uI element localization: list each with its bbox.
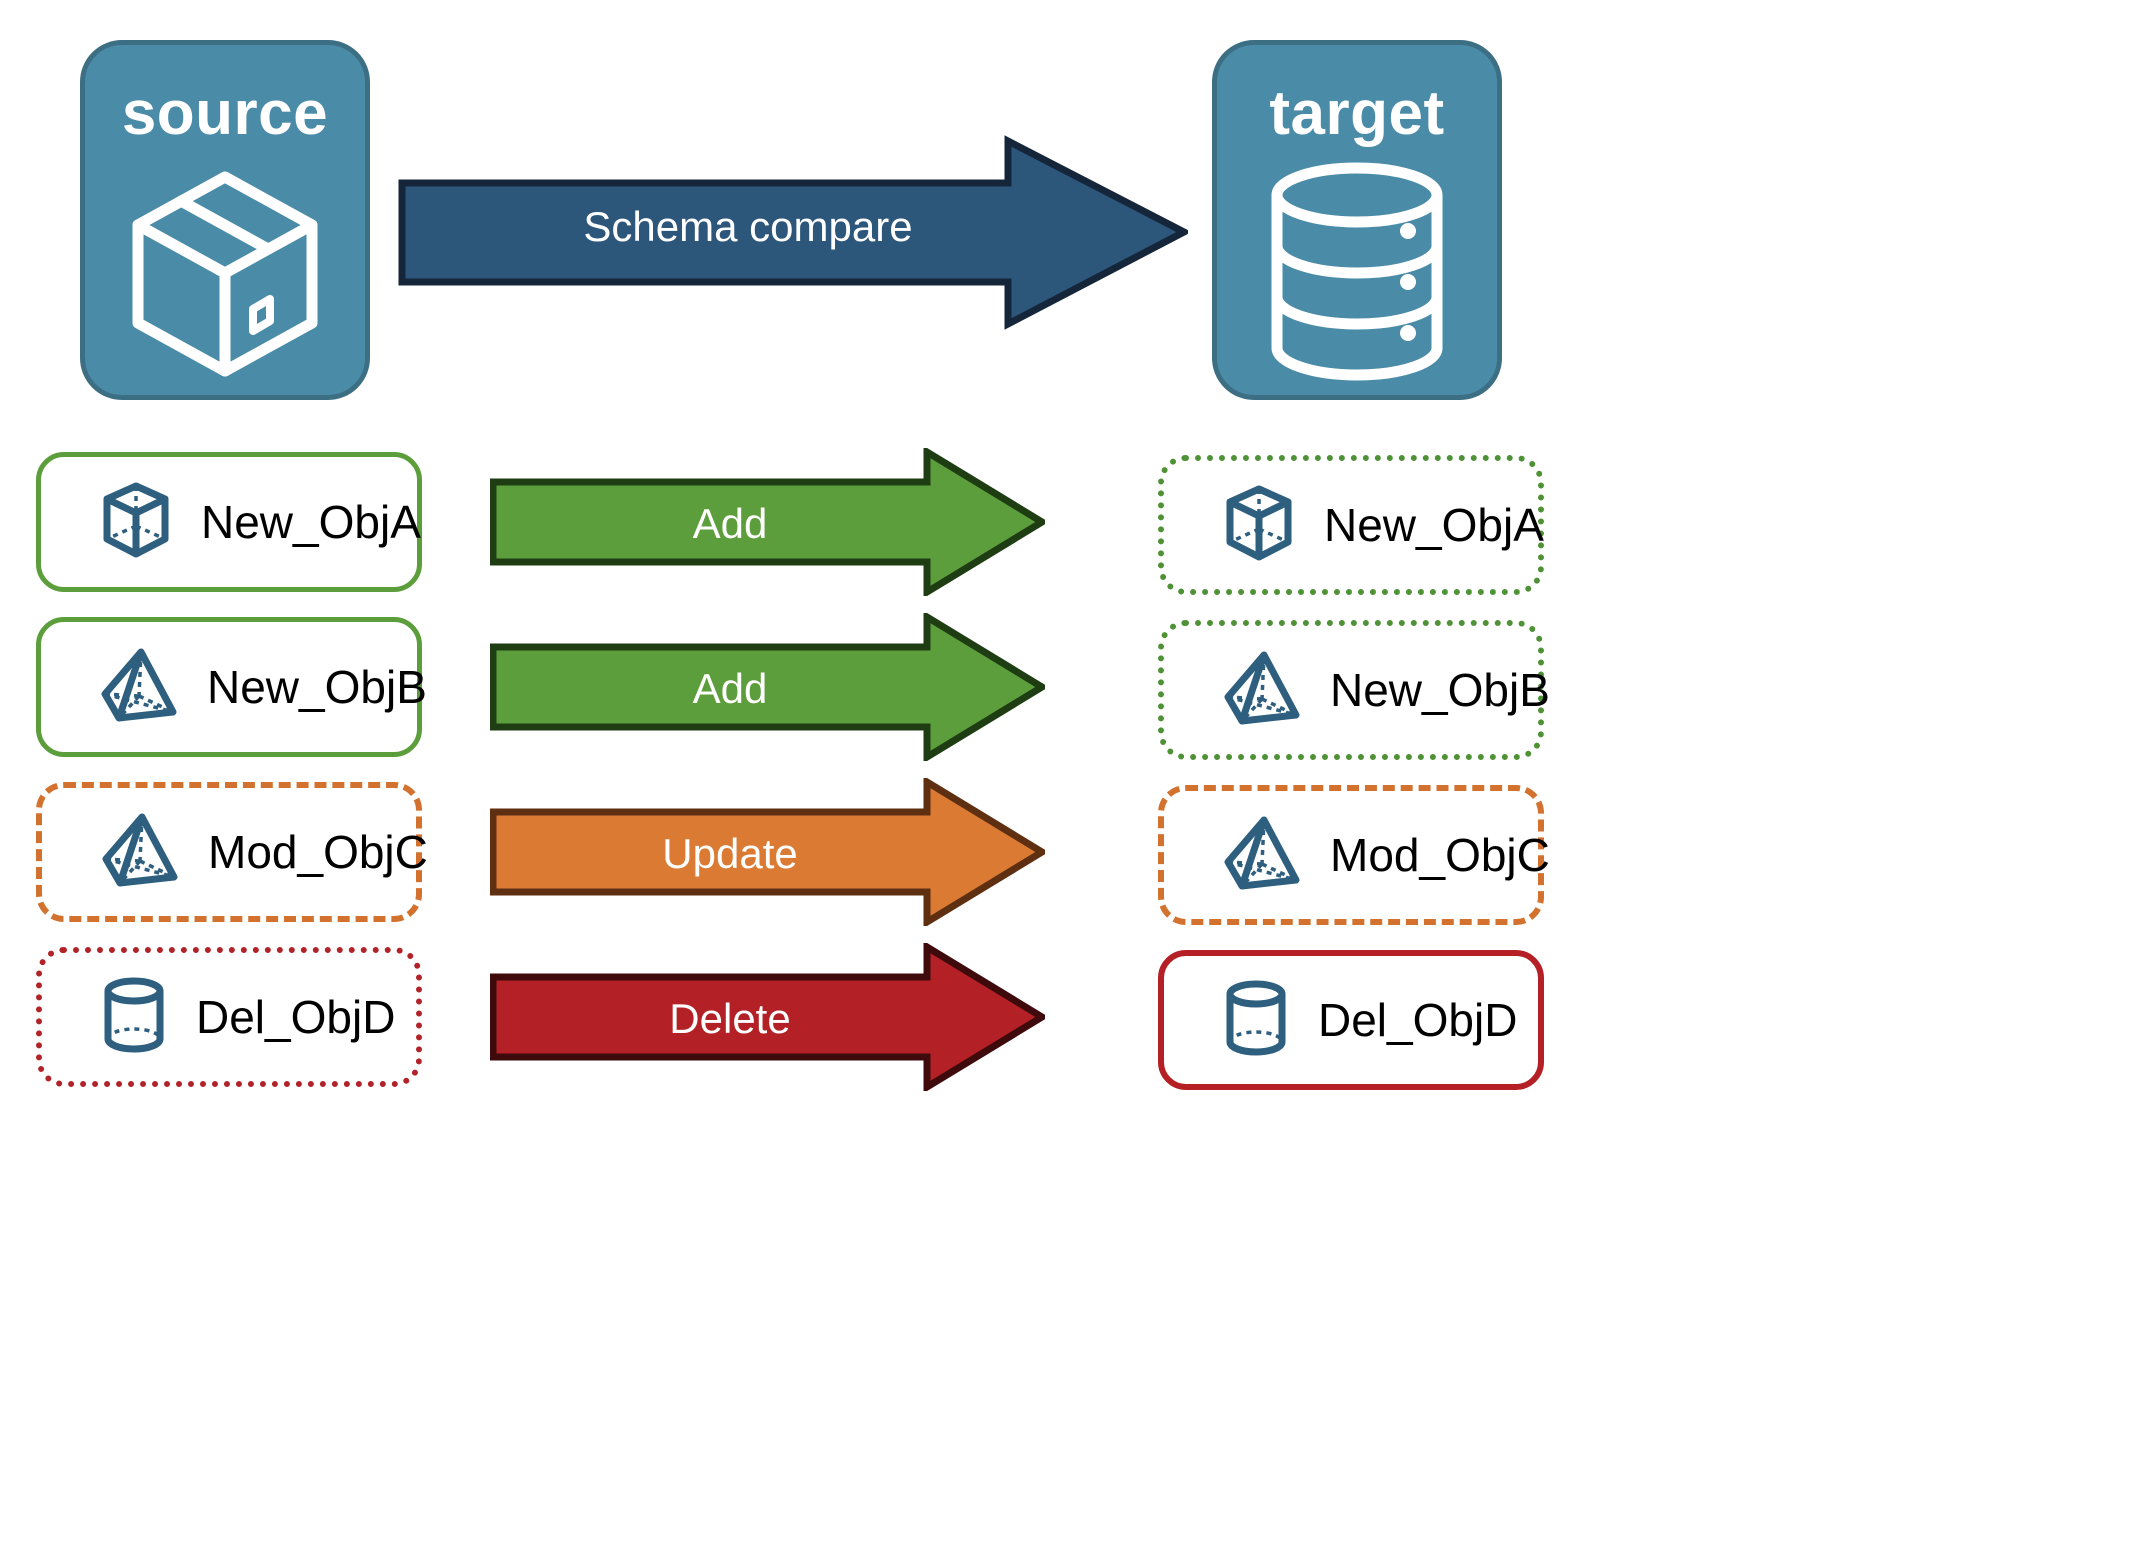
cube-icon: [99, 481, 173, 564]
source-object-row-2[interactable]: Mod_ObjC: [36, 782, 428, 922]
pyramid-icon: [1222, 649, 1302, 732]
source-panel[interactable]: source: [80, 40, 370, 400]
action-arrow-update-2[interactable]: [489, 775, 1049, 929]
source-object-row-1[interactable]: New_ObjB: [36, 617, 427, 757]
target-object-label-2: Mod_ObjC: [1330, 829, 1550, 881]
target-object-label-0: New_ObjA: [1324, 499, 1544, 551]
action-arrow-delete-3[interactable]: [489, 940, 1049, 1094]
source-object-label-1: New_ObjB: [207, 661, 427, 713]
source-object-label-2: Mod_ObjC: [208, 826, 428, 878]
schema-compare-arrow[interactable]: [398, 135, 1192, 330]
source-object-row-0[interactable]: New_ObjA: [36, 452, 422, 592]
pyramid-icon: [99, 646, 179, 729]
target-object-row-3[interactable]: Del_ObjD: [1158, 950, 1544, 1090]
source-object-label-0: New_ObjA: [201, 496, 421, 548]
source-panel-title: source: [121, 79, 329, 148]
cube-icon: [1222, 484, 1296, 567]
target-panel-title: target: [1269, 79, 1445, 148]
target-object-row-1[interactable]: New_ObjB: [1158, 620, 1550, 760]
pyramid-icon: [1222, 814, 1302, 897]
source-object-label-3: Del_ObjD: [196, 991, 396, 1043]
target-object-row-0[interactable]: New_ObjA: [1158, 455, 1544, 595]
database-cylinder-icon: [1262, 159, 1452, 389]
cylinder-icon: [100, 975, 168, 1060]
action-arrow-add-0[interactable]: [489, 445, 1049, 599]
target-panel[interactable]: target: [1212, 40, 1502, 400]
cylinder-icon: [1222, 978, 1290, 1063]
target-object-row-2[interactable]: Mod_ObjC: [1158, 785, 1550, 925]
target-object-label-3: Del_ObjD: [1318, 994, 1518, 1046]
package-box-icon: [120, 159, 330, 394]
pyramid-icon: [100, 811, 180, 894]
source-object-row-3[interactable]: Del_ObjD: [36, 947, 422, 1087]
target-object-label-1: New_ObjB: [1330, 664, 1550, 716]
action-arrow-add-1[interactable]: [489, 610, 1049, 764]
